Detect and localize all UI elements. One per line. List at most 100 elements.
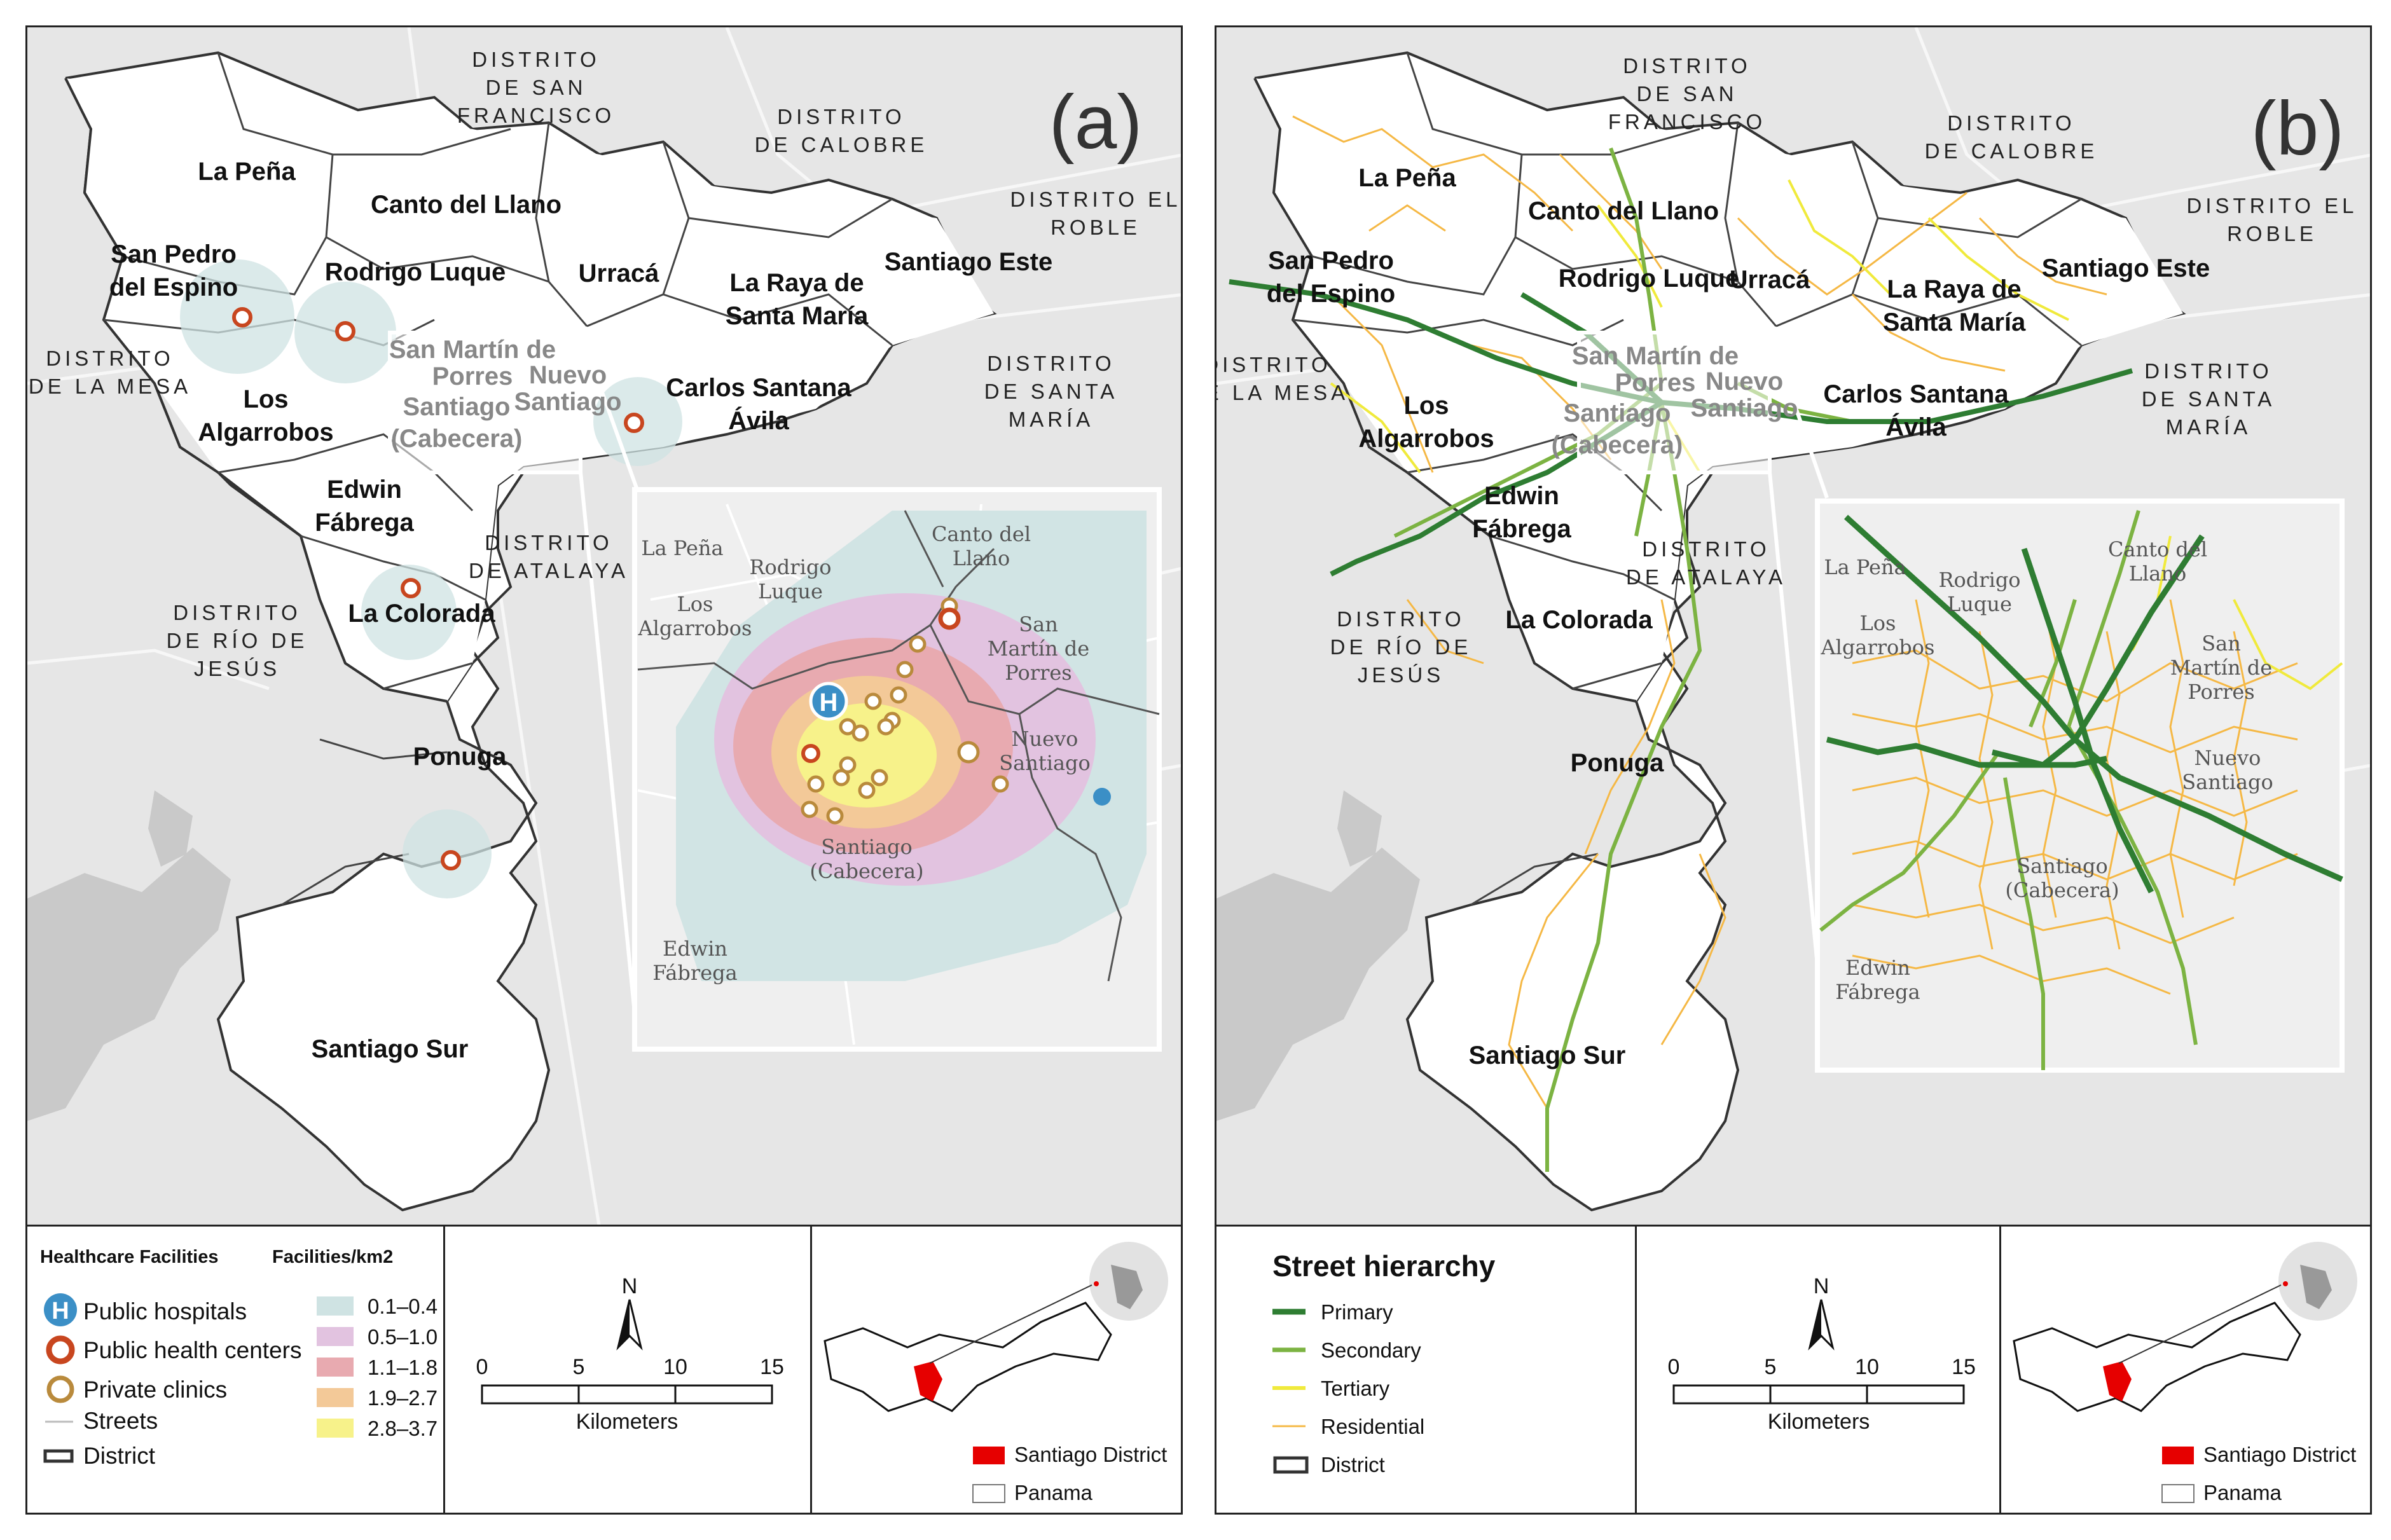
- label-la-pena: La Peña: [1358, 164, 1456, 192]
- legend-district: District: [1321, 1453, 1385, 1476]
- label-la-colorada: La Colorada: [1505, 606, 1653, 634]
- label-santiago-este: Santiago Este: [885, 248, 1053, 276]
- svg-text:10: 10: [1855, 1355, 1879, 1379]
- label-la-colorada: La Colorada: [348, 600, 495, 628]
- panel-letter-b: (b): [2251, 86, 2345, 171]
- water-body-bay: [1337, 790, 1382, 867]
- legend-street-title: Street hierarchy: [1272, 1249, 1496, 1282]
- locator-item-panama: Panama: [2203, 1481, 2282, 1504]
- zoom-box: [1577, 331, 1772, 474]
- label-santiago-sur: Santiago Sur: [1469, 1042, 1626, 1069]
- residential-streets: [1292, 115, 2107, 1109]
- legend-item-hospitals: Public hospitals: [83, 1298, 247, 1324]
- health-center-icon: [46, 1335, 75, 1365]
- legend-primary: Primary: [1321, 1300, 1393, 1324]
- svg-text:H: H: [52, 1298, 69, 1324]
- legend-a-facilities: Healthcare Facilities Facilities/km2 H P…: [25, 1225, 445, 1515]
- legend-item-clinics: Private clinics: [83, 1377, 227, 1403]
- health-center-inset-2: [801, 744, 820, 763]
- hospital-icon: [44, 1293, 77, 1326]
- district-outline-icon: [1273, 1456, 1309, 1474]
- svg-text:15: 15: [1952, 1355, 1976, 1379]
- label-canto-del-llano: Canto del Llano: [371, 191, 562, 219]
- legend-tertiary: Tertiary: [1321, 1377, 1390, 1400]
- legend-residential: Residential: [1321, 1415, 1424, 1438]
- svg-text:0: 0: [1668, 1355, 1680, 1379]
- density-class-4: 2.8–3.7: [368, 1417, 438, 1440]
- hospital-marker-main-glyph: H: [820, 689, 838, 717]
- density-class-3: 1.9–2.7: [368, 1386, 438, 1410]
- label-canto-del-llano: Canto del Llano: [1528, 197, 1719, 225]
- north-label: N: [622, 1274, 638, 1298]
- water-body: [1216, 848, 1420, 1121]
- scale-bar: [481, 1384, 773, 1405]
- locator-santiago-shape: [2103, 1361, 2132, 1401]
- scale-box-b: N 0 5 10 15 Kilometers: [1635, 1225, 2001, 1515]
- legend-item-health-centers: Public health centers: [83, 1337, 301, 1363]
- water-body: [27, 848, 231, 1121]
- label-urraca: Urracá: [1730, 266, 1811, 294]
- panel-letter-a: (a): [1049, 79, 1143, 165]
- label-ponuga: Ponuga: [413, 743, 507, 771]
- clinic-icon: [46, 1375, 74, 1403]
- locator-item-santiago: Santiago District: [1014, 1443, 1167, 1466]
- locator-box-b: Santiago District Panama: [1999, 1225, 2372, 1515]
- scale-ticks: 0 5 10 15: [1668, 1355, 1976, 1379]
- label-rodrigo-luque: Rodrigo Luque: [325, 258, 506, 286]
- label-santiago-cabecera-main: Santiago(Cabecera): [1552, 399, 1683, 459]
- density-halos: [180, 259, 682, 898]
- locator-santiago-shape: [914, 1361, 942, 1401]
- svg-text:5: 5: [573, 1355, 585, 1379]
- svg-text:5: 5: [1765, 1355, 1777, 1379]
- zoom-box: [388, 331, 582, 474]
- label-la-pena: La Peña: [198, 158, 296, 186]
- inset-label-santiago-cabecera: Santiago(Cabecera): [2005, 854, 2119, 902]
- scale-unit: Kilometers: [1768, 1410, 1870, 1434]
- legend-item-district: District: [83, 1443, 156, 1469]
- inset-residential-streets: [1852, 599, 2298, 995]
- locator-box-a: Santiago District Panama: [810, 1225, 1183, 1515]
- locator-panama-shape: [2013, 1302, 2301, 1412]
- scale-bar: [1672, 1384, 1965, 1405]
- legend-secondary: Secondary: [1321, 1338, 1421, 1362]
- label-santiago-cabecera-main: Santiago(Cabecera): [391, 393, 523, 453]
